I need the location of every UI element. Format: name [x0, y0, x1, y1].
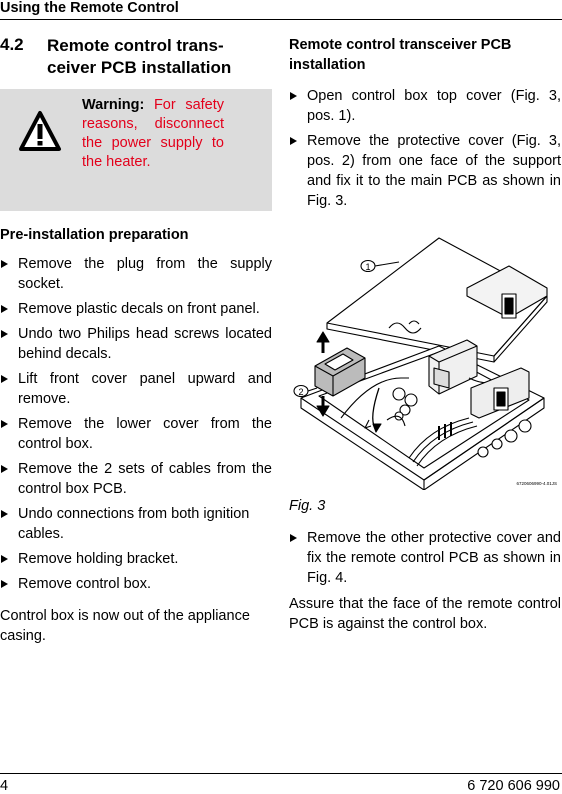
pre-install-closing: Control box is now out of the appliance …	[0, 608, 250, 644]
transceiver-heading: Remote control transceiver PCB installat…	[289, 37, 512, 73]
transceiver-closing: Assure that the face of the remote contr…	[289, 596, 561, 632]
list-item: Open control box top cover (Fig. 3, pos.…	[289, 86, 561, 126]
warning-body: For safety reasons, disconnect the power…	[82, 97, 225, 170]
section-title: Remote control trans-ceiver PCB installa…	[47, 36, 232, 77]
pre-install-section: Pre-installation preparation Remove the …	[0, 227, 272, 646]
list-item: Lift front cover panel upward and remove…	[0, 369, 272, 409]
callout-2: 2	[298, 387, 303, 397]
figure-code: 6720606990-4.01JS	[516, 481, 557, 486]
transceiver-section-continued: Remove the other protective cover and fi…	[289, 528, 561, 634]
list-item: Remove the plug from the supply socket.	[0, 254, 272, 294]
callout-1: 1	[365, 262, 370, 272]
transceiver-list: Open control box top cover (Fig. 3, pos.…	[289, 86, 561, 211]
list-item: Remove the lower cover from the control …	[0, 414, 272, 454]
pre-install-list: Remove the plug from the supply socket. …	[0, 254, 272, 594]
warning-text: Warning: For safety reasons, disconnect …	[82, 96, 224, 172]
list-item: Remove holding bracket.	[0, 549, 272, 569]
document-number: 6 720 606 990	[467, 778, 560, 794]
page-header-title: Using the Remote Control	[0, 0, 179, 16]
section-number: 4.2	[0, 35, 24, 54]
list-item: Remove the 2 sets of cables from the con…	[0, 459, 272, 499]
list-item: Remove control box.	[0, 574, 272, 594]
pre-install-heading: Pre-installation preparation	[0, 227, 189, 243]
warning-label: Warning:	[82, 97, 145, 113]
list-item: Remove plastic decals on front panel.	[0, 299, 272, 319]
figure-3-illustration: 1 2 6720606990-4.01JS	[293, 237, 557, 490]
page-number: 4	[0, 778, 9, 794]
warning-triangle-icon	[19, 111, 61, 151]
list-item: Undo connections from both ignition cabl…	[0, 504, 272, 544]
transceiver-list-continued: Remove the other protective cover and fi…	[289, 528, 561, 588]
footer-rule	[0, 773, 562, 774]
figure-caption: Fig. 3	[289, 498, 326, 514]
list-item: Remove the protective cover (Fig. 3, pos…	[289, 131, 561, 211]
header-rule	[0, 19, 562, 20]
list-item: Remove the other protective cover and fi…	[289, 528, 561, 588]
transceiver-section: Remote control transceiver PCB installat…	[289, 35, 561, 216]
list-item: Undo two Philips head screws located beh…	[0, 324, 272, 364]
